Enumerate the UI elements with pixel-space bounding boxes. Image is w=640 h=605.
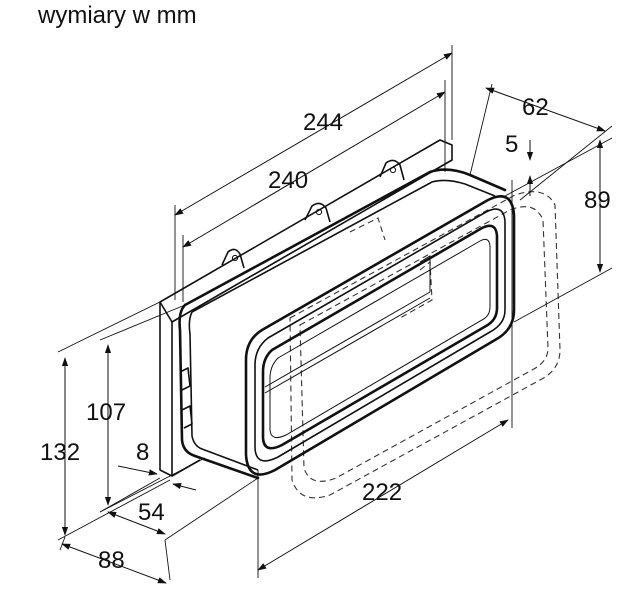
label-54: 54 (138, 499, 165, 526)
label-132: 132 (40, 439, 80, 466)
dimension-107: 107 (86, 304, 206, 513)
dimension-89: 89 (504, 137, 613, 323)
dimension-240: 240 (182, 80, 446, 302)
label-8: 8 (136, 439, 149, 466)
dimension-244: 244 (174, 45, 453, 300)
label-5: 5 (505, 131, 518, 158)
label-244: 244 (303, 109, 343, 136)
label-240: 240 (268, 167, 308, 194)
label-222: 222 (362, 479, 402, 506)
dimension-8: 8 (117, 439, 197, 491)
dimension-54: 54 (99, 477, 259, 541)
dimension-5: 5 (505, 131, 534, 196)
label-88: 88 (98, 547, 125, 574)
label-62: 62 (522, 94, 549, 121)
dimension-88: 88 (59, 536, 171, 584)
units-caption: wymiary w mm (38, 2, 197, 29)
dimension-222: 222 (257, 419, 509, 571)
front-opening (244, 195, 516, 476)
label-89: 89 (584, 187, 611, 214)
label-107: 107 (86, 399, 126, 426)
dimension-132: 132 (40, 301, 171, 541)
dimension-62: 62 (469, 83, 613, 201)
